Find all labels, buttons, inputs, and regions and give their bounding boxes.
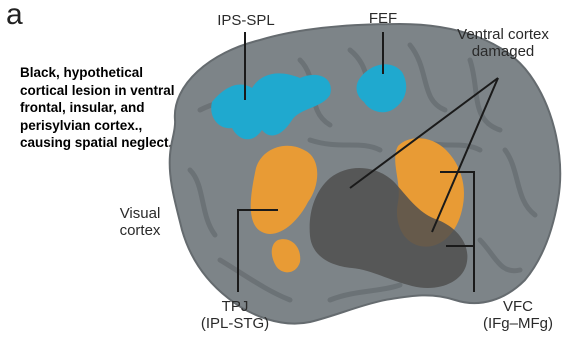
vfc-label-line1: VFC: [470, 298, 566, 315]
visual-label-line1: Visual: [100, 205, 180, 222]
ventral-label-line1: Ventral cortex: [438, 26, 568, 43]
tpj-label: TPJ (IPL-STG): [185, 298, 285, 332]
vfc-label: VFC (IFg–MFg): [470, 298, 566, 332]
visual-cortex-label: Visual cortex: [100, 205, 180, 239]
ventral-label-line2: damaged: [438, 43, 568, 60]
tpj-label-line1: TPJ: [185, 298, 285, 315]
visual-label-line2: cortex: [100, 222, 180, 239]
ips-spl-label: IPS-SPL: [176, 12, 316, 29]
ventral-cortex-damaged-label: Ventral cortex damaged: [438, 26, 568, 60]
vfc-label-line2: (IFg–MFg): [470, 315, 566, 332]
tpj-label-line2: (IPL-STG): [185, 315, 285, 332]
fef-label: FEF: [353, 10, 413, 27]
